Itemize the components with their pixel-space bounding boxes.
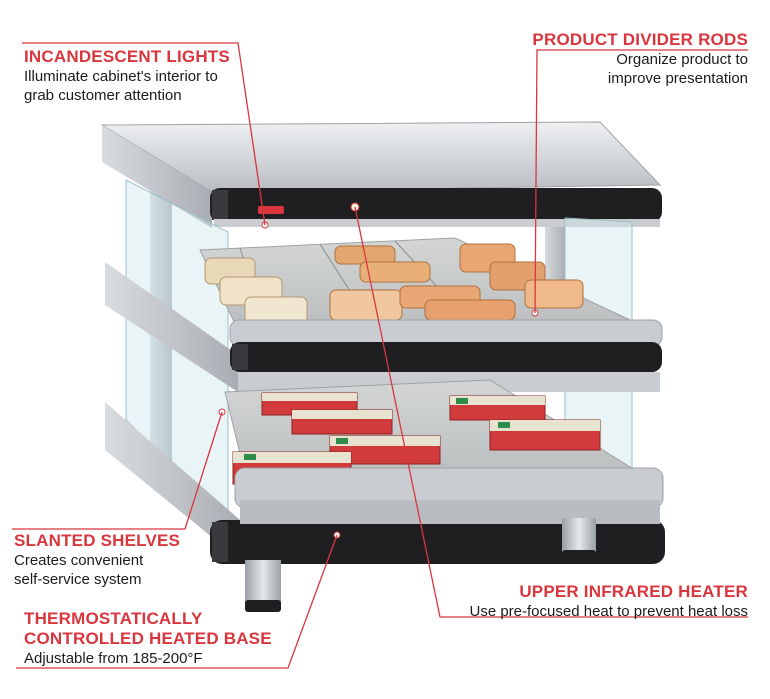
callout-desc-line-2: self-service system — [14, 571, 142, 588]
callout-title: INCANDESCENT LIGHTS — [24, 47, 230, 66]
callout-desc-line-1: Use pre-focused heat to prevent heat los… — [469, 603, 749, 620]
brand-logo — [258, 206, 284, 214]
canopy-front-rail — [210, 188, 662, 222]
canopy-left-end — [102, 125, 212, 228]
callout-title: UPPER INFRARED HEATER — [519, 582, 748, 601]
callout-incandescent-lights: INCANDESCENT LIGHTS Illuminate cabinet's… — [24, 47, 230, 105]
callout-infrared-heater: UPPER INFRARED HEATER Use pre-focused he… — [470, 582, 749, 621]
sandwich-containers-upper — [204, 243, 584, 328]
callout-desc-line-1: Adjustable from 185-200°F — [24, 650, 203, 667]
callout-desc-line-1: Creates convenient — [14, 552, 144, 569]
callout-desc-line-1: Organize product to — [616, 51, 748, 68]
callout-title-line-2: CONTROLLED HEATED BASE — [24, 629, 272, 648]
base-left-end — [105, 402, 240, 560]
leg-front-left — [245, 560, 281, 606]
base-front-rail — [210, 520, 665, 564]
callout-product-divider-rods: PRODUCT DIVIDER RODS Organize product to… — [532, 30, 748, 88]
callout-desc-line-2: improve presentation — [607, 70, 748, 87]
callout-title: PRODUCT DIVIDER RODS — [532, 30, 748, 49]
upper-shelf-left-end — [105, 262, 238, 392]
leader-slanted-shelves — [12, 411, 223, 530]
canopy-trim — [214, 219, 660, 227]
leg-front-right — [562, 518, 596, 556]
leader-infrared-heater — [354, 206, 748, 618]
leader-product-divider-rods — [534, 49, 748, 314]
callout-title-line-1: THERMOSTATICALLY — [24, 609, 203, 628]
callout-desc-line-2: grab customer attention — [24, 87, 182, 104]
callout-title: SLANTED SHELVES — [14, 531, 181, 550]
callout-desc-line-1: Illuminate cabinet's interior to — [24, 68, 218, 85]
callout-heated-base: THERMOSTATICALLY CONTROLLED HEATED BASE … — [24, 609, 272, 668]
leader-heated-base — [16, 534, 338, 669]
callout-slanted-shelves: SLANTED SHELVES Creates convenient self-… — [14, 531, 180, 589]
leader-incandescent-lights — [22, 42, 266, 226]
